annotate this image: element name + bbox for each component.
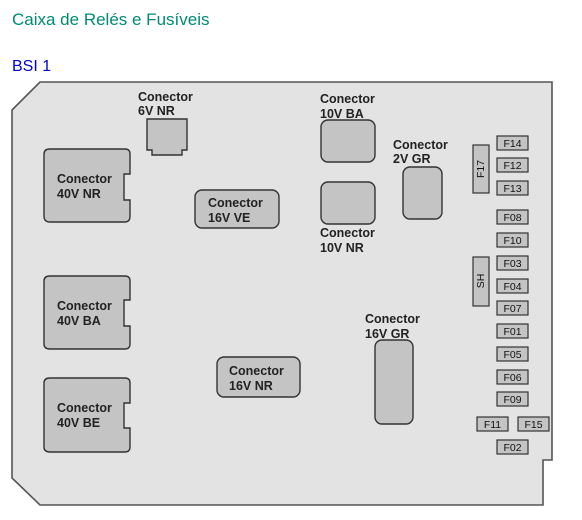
- fuse-f15: F15: [517, 416, 550, 432]
- fuse-f10: F10: [496, 232, 529, 248]
- fuse-f05: F05: [496, 346, 529, 362]
- svg-text:F14: F14: [503, 138, 521, 150]
- svg-text:Conector: Conector: [320, 92, 375, 106]
- page-title: Caixa de Relés e Fusíveis: [12, 10, 210, 29]
- svg-text:SH: SH: [475, 274, 487, 289]
- svg-text:F13: F13: [503, 183, 521, 195]
- svg-text:16V GR: 16V GR: [365, 327, 409, 341]
- svg-text:Conector: Conector: [365, 312, 420, 326]
- connector-16v-gr: Conector 16V GR: [365, 312, 420, 425]
- svg-text:Conector: Conector: [320, 226, 375, 240]
- svg-text:F07: F07: [503, 303, 521, 315]
- fuse-f02: F02: [496, 439, 529, 455]
- svg-text:F09: F09: [503, 394, 521, 406]
- svg-text:Conector: Conector: [57, 172, 112, 186]
- svg-text:Conector: Conector: [229, 364, 284, 378]
- connector-16v-ve: Conector 16V VE: [194, 189, 280, 229]
- svg-text:F08: F08: [503, 212, 521, 224]
- svg-text:F01: F01: [503, 326, 521, 338]
- connector-40v-be: Conector 40V BE: [43, 377, 131, 453]
- svg-text:6V NR: 6V NR: [138, 104, 175, 118]
- svg-text:F17: F17: [475, 160, 487, 178]
- svg-text:Conector: Conector: [57, 401, 112, 415]
- fuse-f13: F13: [496, 180, 529, 196]
- fuse-f14: F14: [496, 135, 529, 151]
- fuse-f09: F09: [496, 391, 529, 407]
- fuse-f11: F11: [476, 416, 509, 432]
- svg-text:16V VE: 16V VE: [208, 211, 250, 225]
- connector-40v-ba: Conector 40V BA: [43, 275, 131, 350]
- fuse-f07: F07: [496, 300, 529, 316]
- svg-text:10V NR: 10V NR: [320, 241, 364, 255]
- svg-text:40V NR: 40V NR: [57, 187, 101, 201]
- fuse-f06: F06: [496, 369, 529, 385]
- svg-text:16V NR: 16V NR: [229, 379, 273, 393]
- fuse-f08: F08: [496, 209, 529, 225]
- svg-text:Conector: Conector: [57, 299, 112, 313]
- svg-text:2V GR: 2V GR: [393, 152, 431, 166]
- fuse-f03: F03: [496, 255, 529, 271]
- svg-text:Conector: Conector: [208, 196, 263, 210]
- svg-text:F04: F04: [503, 281, 521, 293]
- svg-text:F06: F06: [503, 372, 521, 384]
- connector-2v-gr: Conector 2V GR: [393, 138, 448, 220]
- fuse-f17: F17: [472, 144, 490, 194]
- connector-16v-nr: Conector 16V NR: [216, 356, 301, 398]
- fuse-f04: F04: [496, 278, 529, 294]
- svg-text:F15: F15: [524, 419, 542, 431]
- connector-6v-nr: Conector 6V NR: [138, 90, 193, 156]
- fuse-f01: F01: [496, 323, 529, 339]
- svg-text:F10: F10: [503, 235, 521, 247]
- svg-text:F12: F12: [503, 160, 521, 172]
- svg-text:Conector: Conector: [138, 90, 193, 104]
- svg-text:F05: F05: [503, 349, 521, 361]
- shunt-sh: SH: [472, 256, 490, 307]
- svg-text:10V BA: 10V BA: [320, 107, 364, 121]
- svg-text:F02: F02: [503, 442, 521, 454]
- svg-text:F11: F11: [484, 419, 501, 431]
- fuse-f12: F12: [496, 157, 529, 173]
- svg-text:Conector: Conector: [393, 138, 448, 152]
- connector-10v-nr: Conector 10V NR: [320, 181, 376, 255]
- svg-text:F03: F03: [503, 258, 521, 270]
- svg-text:40V BA: 40V BA: [57, 314, 101, 328]
- connector-40v-nr: Conector 40V NR: [43, 148, 131, 223]
- connector-10v-ba: Conector 10V BA: [320, 92, 376, 163]
- section-title: BSI 1: [12, 58, 52, 75]
- svg-text:40V BE: 40V BE: [57, 416, 100, 430]
